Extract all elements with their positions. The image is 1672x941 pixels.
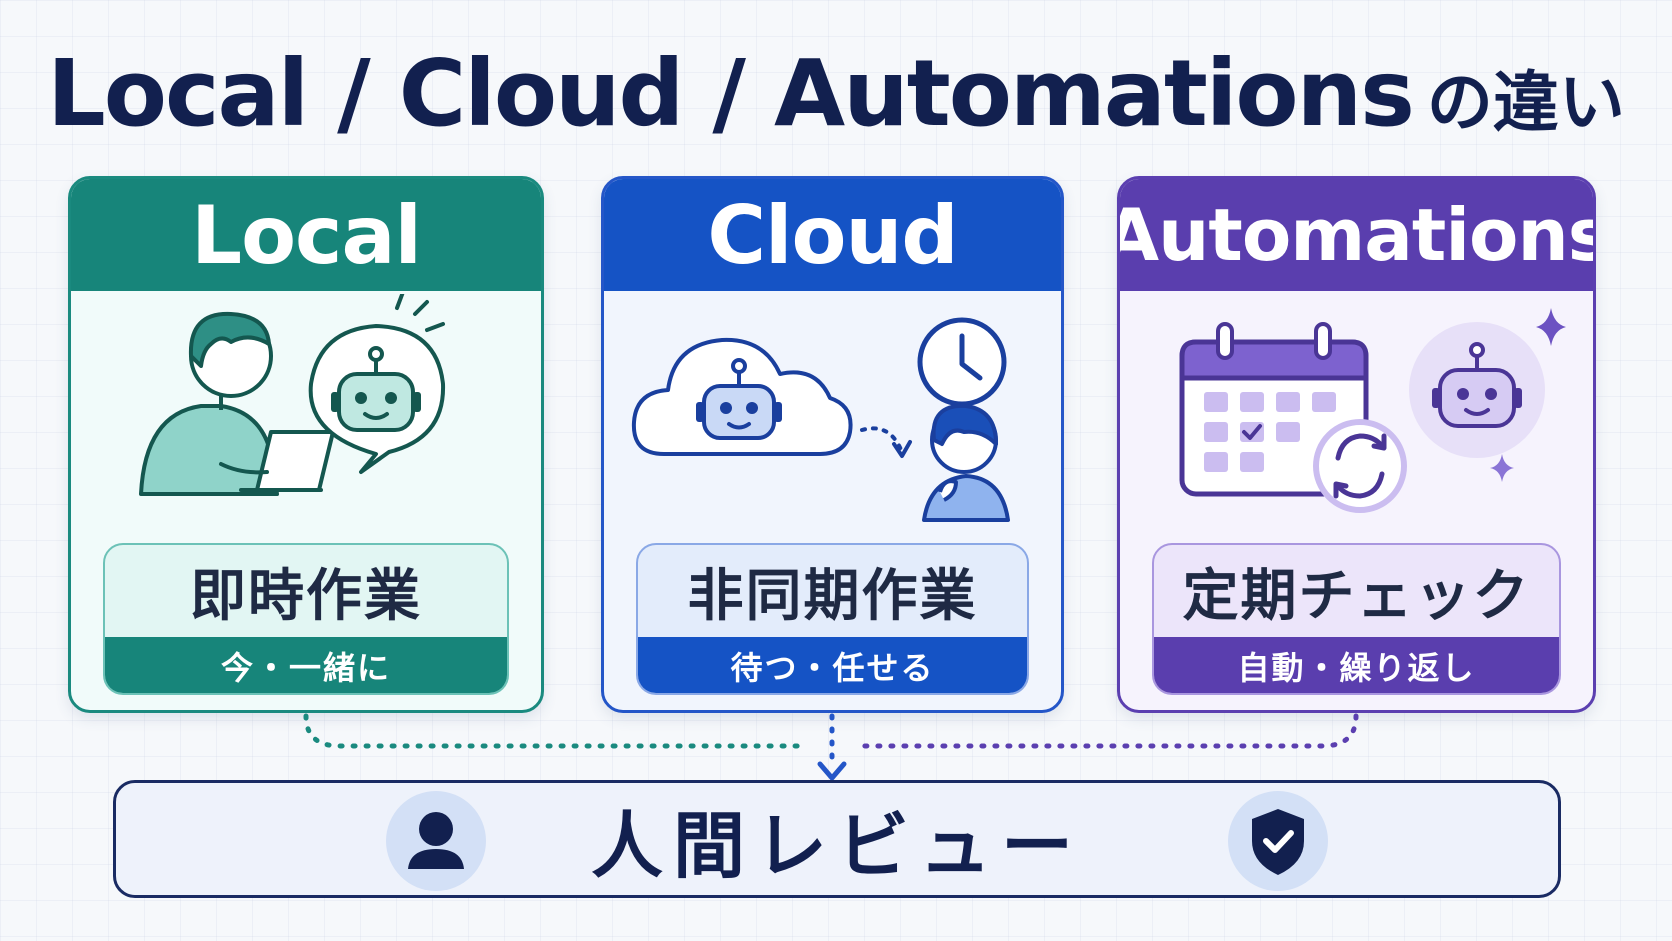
- human-review-label: 人間レビュー: [590, 803, 1083, 888]
- cloud-robot-icon: [631, 337, 912, 458]
- card-local-label-box: 即時作業 今・一緒に: [103, 543, 509, 695]
- waiting-person-icon: [922, 403, 1010, 522]
- card-automations-label: 定期チェック: [1182, 563, 1531, 629]
- human-review-bar: 人間レビュー: [113, 780, 1561, 898]
- card-local: Local: [68, 176, 544, 713]
- title-main: Local / Cloud / Automations: [47, 40, 1415, 147]
- card-local-illustration: [71, 294, 541, 710]
- card-local-label: 即時作業: [190, 563, 422, 629]
- card-automations-illustration: [1120, 294, 1593, 710]
- sparkle-icon: [1490, 308, 1566, 482]
- card-local-header: Local: [71, 179, 541, 291]
- user-icon: [386, 791, 486, 891]
- card-automations: Automations: [1117, 176, 1596, 713]
- card-cloud-label-box: 非同期作業 待つ・任せる: [636, 543, 1029, 695]
- card-cloud: Cloud 非同期作業 待つ・任せる: [601, 176, 1064, 713]
- refresh-icon: [1313, 419, 1407, 513]
- card-cloud-header: Cloud: [604, 179, 1061, 291]
- person-laptop-icon: [139, 311, 335, 496]
- shield-check-icon: [1228, 791, 1328, 891]
- card-automations-header: Automations: [1120, 179, 1593, 291]
- title-suffix: の違い: [1426, 64, 1625, 141]
- card-automations-sublabel: 自動・繰り返し: [1154, 637, 1559, 693]
- robot-speech-icon: [308, 294, 446, 474]
- robot-icon: [1409, 322, 1545, 458]
- card-cloud-sublabel: 待つ・任せる: [638, 637, 1027, 693]
- card-cloud-illustration: [604, 294, 1061, 710]
- card-automations-label-box: 定期チェック 自動・繰り返し: [1152, 543, 1561, 695]
- card-cloud-label: 非同期作業: [687, 563, 978, 629]
- card-local-sublabel: 今・一緒に: [105, 637, 507, 693]
